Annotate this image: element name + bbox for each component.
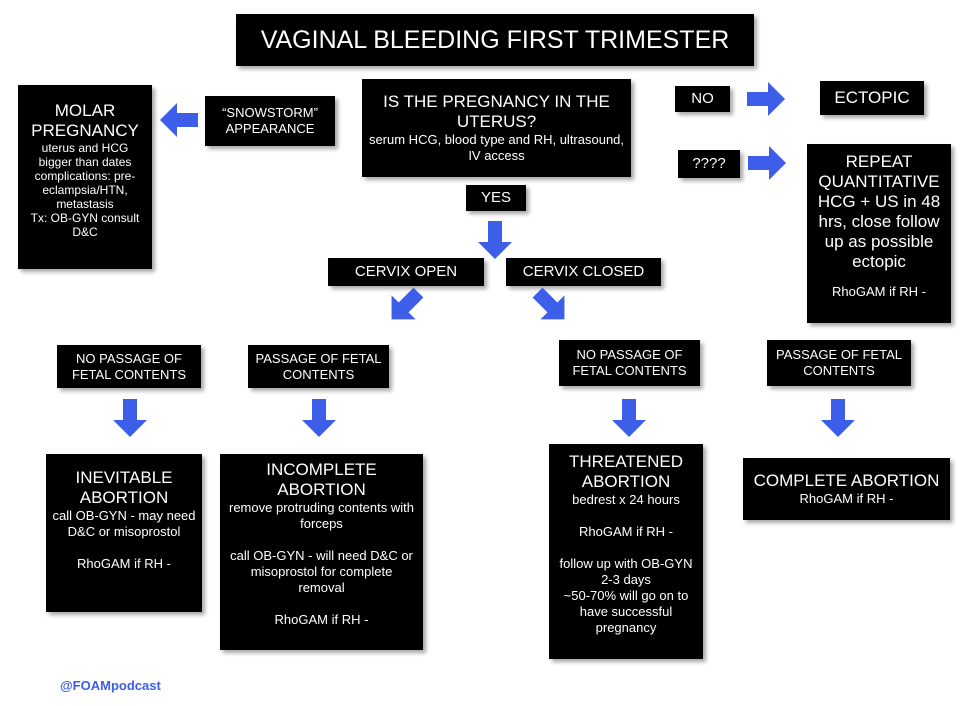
threatened-detail: bedrest x 24 hours RhoGAM if RH - follow… [559, 492, 693, 635]
question-box: IS THE PREGNANCY IN THE UTERUS? serum HC… [362, 79, 631, 177]
arrow-to-threatened [612, 399, 646, 437]
arrow-to-incomplete [302, 399, 336, 437]
twitter-handle[interactable]: @FOAMpodcast [60, 678, 161, 693]
no-passage-closed-text: NO PASSAGE OF FETAL CONTENTS [572, 347, 687, 378]
arrow-yes-down [478, 221, 512, 259]
cervix-closed-text: CERVIX CLOSED [522, 263, 645, 280]
molar-heading: MOLAR PREGNANCY [31, 101, 139, 140]
ectopic-text: ECTOPIC [834, 88, 910, 107]
snowstorm-text: “SNOWSTORM” APPEARANCE [222, 105, 318, 136]
arrow-to-molar [160, 103, 198, 137]
passage-open-text: PASSAGE OF FETAL CONTENTS [255, 350, 382, 382]
no-label: NO [675, 86, 730, 112]
repeat-box: REPEAT QUANTITATIVE HCG + US in 48 hrs, … [807, 144, 951, 323]
cervix-open-text: CERVIX OPEN [354, 263, 458, 280]
complete-detail: RhoGAM if RH - [799, 491, 894, 506]
incomplete-box: INCOMPLETE ABORTION remove protruding co… [220, 454, 423, 650]
repeat-detail: RhoGAM if RH - [832, 284, 926, 299]
threatened-box: THREATENED ABORTION bedrest x 24 hours R… [549, 444, 703, 659]
no-passage-closed-box: NO PASSAGE OF FETAL CONTENTS [559, 340, 700, 386]
arrow-cervix-open [379, 280, 431, 332]
question-heading: IS THE PREGNANCY IN THE UTERUS? [383, 92, 610, 131]
chart-title: VAGINAL BLEEDING FIRST TRIMESTER [236, 14, 754, 66]
no-passage-open-text: NO PASSAGE OF FETAL CONTENTS [71, 350, 187, 382]
inevitable-heading: INEVITABLE ABORTION [75, 468, 173, 507]
inevitable-detail: call OB-GYN - may need D&C or misoprosto… [52, 508, 196, 571]
incomplete-heading: INCOMPLETE ABORTION [266, 460, 377, 499]
arrow-to-repeat [748, 146, 786, 180]
unknown-label: ???? [678, 150, 740, 178]
no-text: NO [691, 90, 714, 107]
unknown-text: ???? [692, 155, 726, 172]
molar-detail: uterus and HCG bigger than dates complic… [30, 141, 140, 239]
yes-text: YES [480, 189, 511, 206]
complete-box: COMPLETE ABORTION RhoGAM if RH - [743, 458, 950, 520]
arrow-to-ectopic [747, 82, 785, 116]
snowstorm-box: “SNOWSTORM” APPEARANCE [205, 96, 335, 146]
threatened-heading: THREATENED ABORTION [569, 452, 683, 491]
cervix-open-box: CERVIX OPEN [328, 258, 484, 286]
passage-closed-text: PASSAGE OF FETAL CONTENTS [776, 347, 902, 378]
ectopic-box: ECTOPIC [820, 81, 924, 115]
molar-box: MOLAR PREGNANCY uterus and HCG bigger th… [18, 85, 152, 269]
passage-closed-box: PASSAGE OF FETAL CONTENTS [767, 340, 911, 386]
title-text: VAGINAL BLEEDING FIRST TRIMESTER [260, 26, 730, 54]
question-detail: serum HCG, blood type and RH, ultrasound… [368, 132, 625, 163]
arrow-to-complete [821, 399, 855, 437]
passage-open-box: PASSAGE OF FETAL CONTENTS [248, 345, 389, 388]
repeat-heading: REPEAT QUANTITATIVE HCG + US in 48 hrs, … [817, 152, 941, 271]
arrow-cervix-closed [525, 280, 577, 332]
cervix-closed-box: CERVIX CLOSED [506, 258, 661, 286]
yes-label: YES [466, 185, 526, 211]
no-passage-open-box: NO PASSAGE OF FETAL CONTENTS [57, 345, 201, 388]
complete-heading: COMPLETE ABORTION [753, 471, 940, 490]
inevitable-box: INEVITABLE ABORTION call OB-GYN - may ne… [46, 454, 202, 612]
incomplete-detail: remove protruding contents with forceps … [229, 500, 414, 627]
arrow-to-inevitable [113, 399, 147, 437]
